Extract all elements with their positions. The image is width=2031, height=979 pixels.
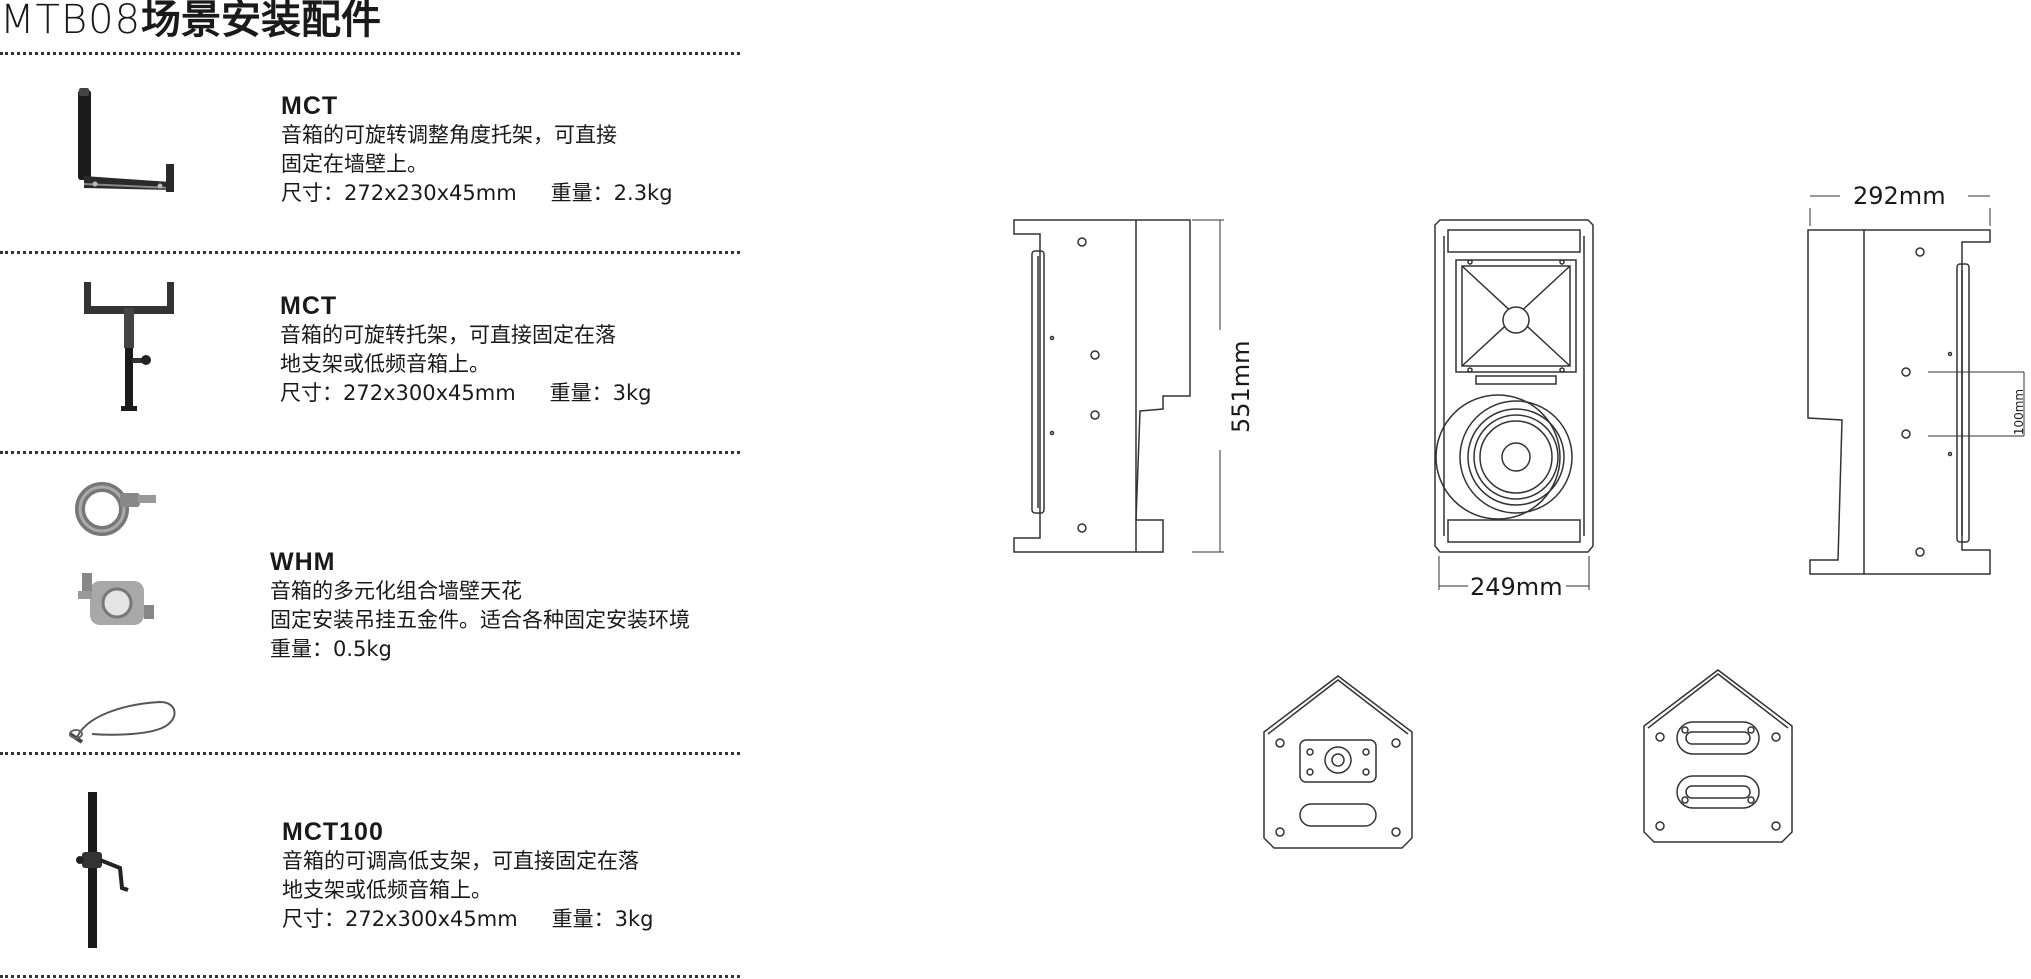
dimension-depth: 292mm xyxy=(1853,182,1946,210)
accessory-desc: 地支架或低频音箱上。 xyxy=(282,878,492,902)
accessory-name: MCT xyxy=(281,92,339,120)
title-cn: 场景安装配件 xyxy=(141,0,382,43)
wall-bracket-photo xyxy=(78,88,174,192)
speaker-front-view xyxy=(1434,219,1594,590)
model-name: MTB08 xyxy=(0,0,142,43)
accessory-size: 尺寸：272x300x45mm xyxy=(280,381,516,405)
speaker-bottom-view xyxy=(1643,669,1793,843)
speaker-side-view-right xyxy=(1807,195,2025,575)
speaker-top-view xyxy=(1263,675,1413,849)
clamp-photo xyxy=(78,573,154,625)
divider xyxy=(0,752,740,755)
accessory-desc: 音箱的可旋转托架，可直接固定在落 xyxy=(280,323,616,347)
eyebolt-photo xyxy=(75,482,156,536)
accessory-whm: WHM 音箱的多元化组合墙壁天花 固定安装吊挂五金件。适合各种固定安装环境 重量… xyxy=(270,547,690,664)
accessory-desc: 固定在墙壁上。 xyxy=(281,152,428,176)
accessory-weight: 重量：0.5kg xyxy=(270,637,392,661)
accessory-weight: 重量：3kg xyxy=(549,381,652,405)
accessory-spec: 尺寸：272x300x45mm 重量：3kg xyxy=(282,905,654,934)
accessory-mct100: MCT100 音箱的可调高低支架，可直接固定在落 地支架或低频音箱上。 尺寸：2… xyxy=(282,817,654,934)
accessory-name: MCT100 xyxy=(282,818,384,846)
accessory-desc: 固定安装吊挂五金件。适合各种固定安装环境 xyxy=(270,608,690,632)
accessory-size: 尺寸：272x300x45mm xyxy=(282,907,518,931)
divider xyxy=(0,451,740,454)
accessory-mct-wall: MCT 音箱的可旋转调整角度托架，可直接 固定在墙壁上。 尺寸：272x230x… xyxy=(281,91,673,208)
accessory-name: WHM xyxy=(270,548,336,576)
dimension-spacing: 100mm xyxy=(2012,388,2026,436)
accessory-size: 尺寸：272x230x45mm xyxy=(281,181,517,205)
pole-bracket-photo xyxy=(84,282,174,411)
speaker-side-view-left xyxy=(1013,219,1224,553)
accessory-desc: 音箱的多元化组合墙壁天花 xyxy=(270,579,522,603)
dimension-width: 249mm xyxy=(1470,573,1563,601)
accessory-desc: 地支架或低频音箱上。 xyxy=(280,352,490,376)
divider xyxy=(0,52,740,55)
accessory-weight: 重量：2.3kg xyxy=(550,181,673,205)
accessory-desc: 音箱的可调高低支架，可直接固定在落 xyxy=(282,849,639,873)
accessory-spec: 尺寸：272x230x45mm 重量：2.3kg xyxy=(281,179,673,208)
dimension-height: 551mm xyxy=(1227,340,1255,433)
divider xyxy=(0,251,740,254)
accessory-mct-pole: MCT 音箱的可旋转托架，可直接固定在落 地支架或低频音箱上。 尺寸：272x3… xyxy=(280,291,652,408)
accessory-desc: 音箱的可旋转调整角度托架，可直接 xyxy=(281,123,617,147)
accessory-name: MCT xyxy=(280,292,338,320)
height-stand-photo xyxy=(76,792,129,948)
page-title: MTB08场景安装配件 xyxy=(0,0,381,42)
accessory-spec: 尺寸：272x300x45mm 重量：3kg xyxy=(280,379,652,408)
accessory-weight: 重量：3kg xyxy=(551,907,654,931)
divider xyxy=(0,975,740,978)
safety-cable-photo xyxy=(68,700,176,744)
